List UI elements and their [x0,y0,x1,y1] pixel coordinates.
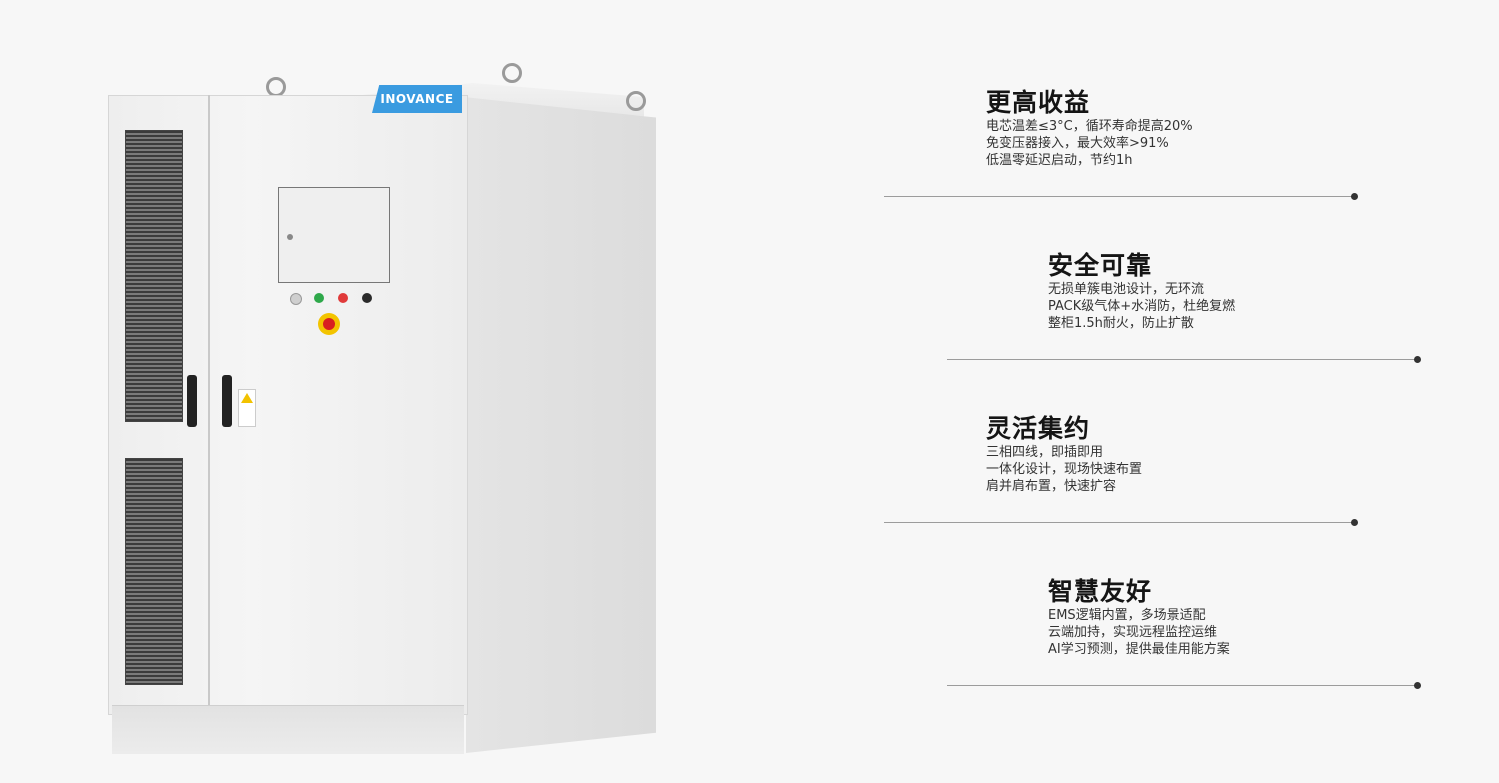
dot-icon [1351,519,1358,526]
indicator-light-white [290,293,302,305]
indicator-light-black [362,293,372,303]
lifting-ring-icon [626,91,646,111]
feature-line: 电芯温差≤3°C，循环寿命提高20% [986,119,1193,134]
feature-block-safe-reliable: 安全可靠 无损单簇电池设计，无环流 PACK级气体+水消防，杜绝复燃 整柜1.5… [1048,251,1235,332]
feature-line: 整柜1.5h耐火，防止扩散 [1048,316,1194,331]
lock-icon [287,234,293,240]
feature-block-smart-friendly: 智慧友好 EMS逻辑内置，多场景适配 云端加持，实现远程监控运维 AI学习预测，… [1048,577,1230,658]
indicator-light-green [314,293,324,303]
lifting-ring-icon [266,77,286,97]
divider-line [947,682,1421,689]
brand-logo: INOVANCE [372,85,462,113]
feature-block-flexible-compact: 灵活集约 三相四线，即插即用 一体化设计，现场快速布置 肩并肩布置，快速扩容 [986,414,1142,495]
feature-line: 一体化设计，现场快速布置 [986,462,1143,477]
divider-line [884,193,1358,200]
door-seam [208,95,210,713]
feature-line: 肩并肩布置，快速扩容 [986,479,1117,494]
divider-line [884,519,1358,526]
feature-title: 智慧友好 [1048,577,1153,606]
feature-title: 灵活集约 [986,414,1091,443]
feature-line: 三相四线，即插即用 [986,445,1104,460]
brand-logo-text: INOVANCE [380,92,454,106]
dot-icon [1414,682,1421,689]
cabinet-side [466,97,656,753]
indicator-light-red [338,293,348,303]
dot-icon [1414,356,1421,363]
control-panel-window [278,187,390,283]
feature-line: 免变压器接入，最大效率>91% [986,136,1169,151]
divider-line [947,356,1421,363]
feature-line: PACK级气体+水消防，杜绝复燃 [1048,299,1236,314]
emergency-stop-icon [318,313,340,335]
lifting-ring-icon [502,63,522,83]
product-image-cabinet: INOVANCE [100,55,670,765]
feature-block-higher-revenue: 更高收益 电芯温差≤3°C，循环寿命提高20% 免变压器接入，最大效率>91% … [986,88,1193,169]
warning-label-icon [238,389,256,427]
cabinet-base [112,705,464,754]
door-handle-left [187,375,197,427]
dot-icon [1351,193,1358,200]
vent-grille-upper [125,130,183,422]
feature-title: 安全可靠 [1048,251,1153,280]
feature-line: 无损单簇电池设计，无环流 [1048,282,1205,297]
feature-line: AI学习预测，提供最佳用能方案 [1048,642,1230,657]
vent-grille-lower [125,458,183,685]
feature-line: 云端加持，实现远程监控运维 [1048,625,1218,640]
door-handle-right [222,375,232,427]
feature-line: EMS逻辑内置，多场景适配 [1048,608,1206,623]
feature-title: 更高收益 [986,88,1091,117]
feature-line: 低温零延迟启动，节约1h [986,153,1133,168]
